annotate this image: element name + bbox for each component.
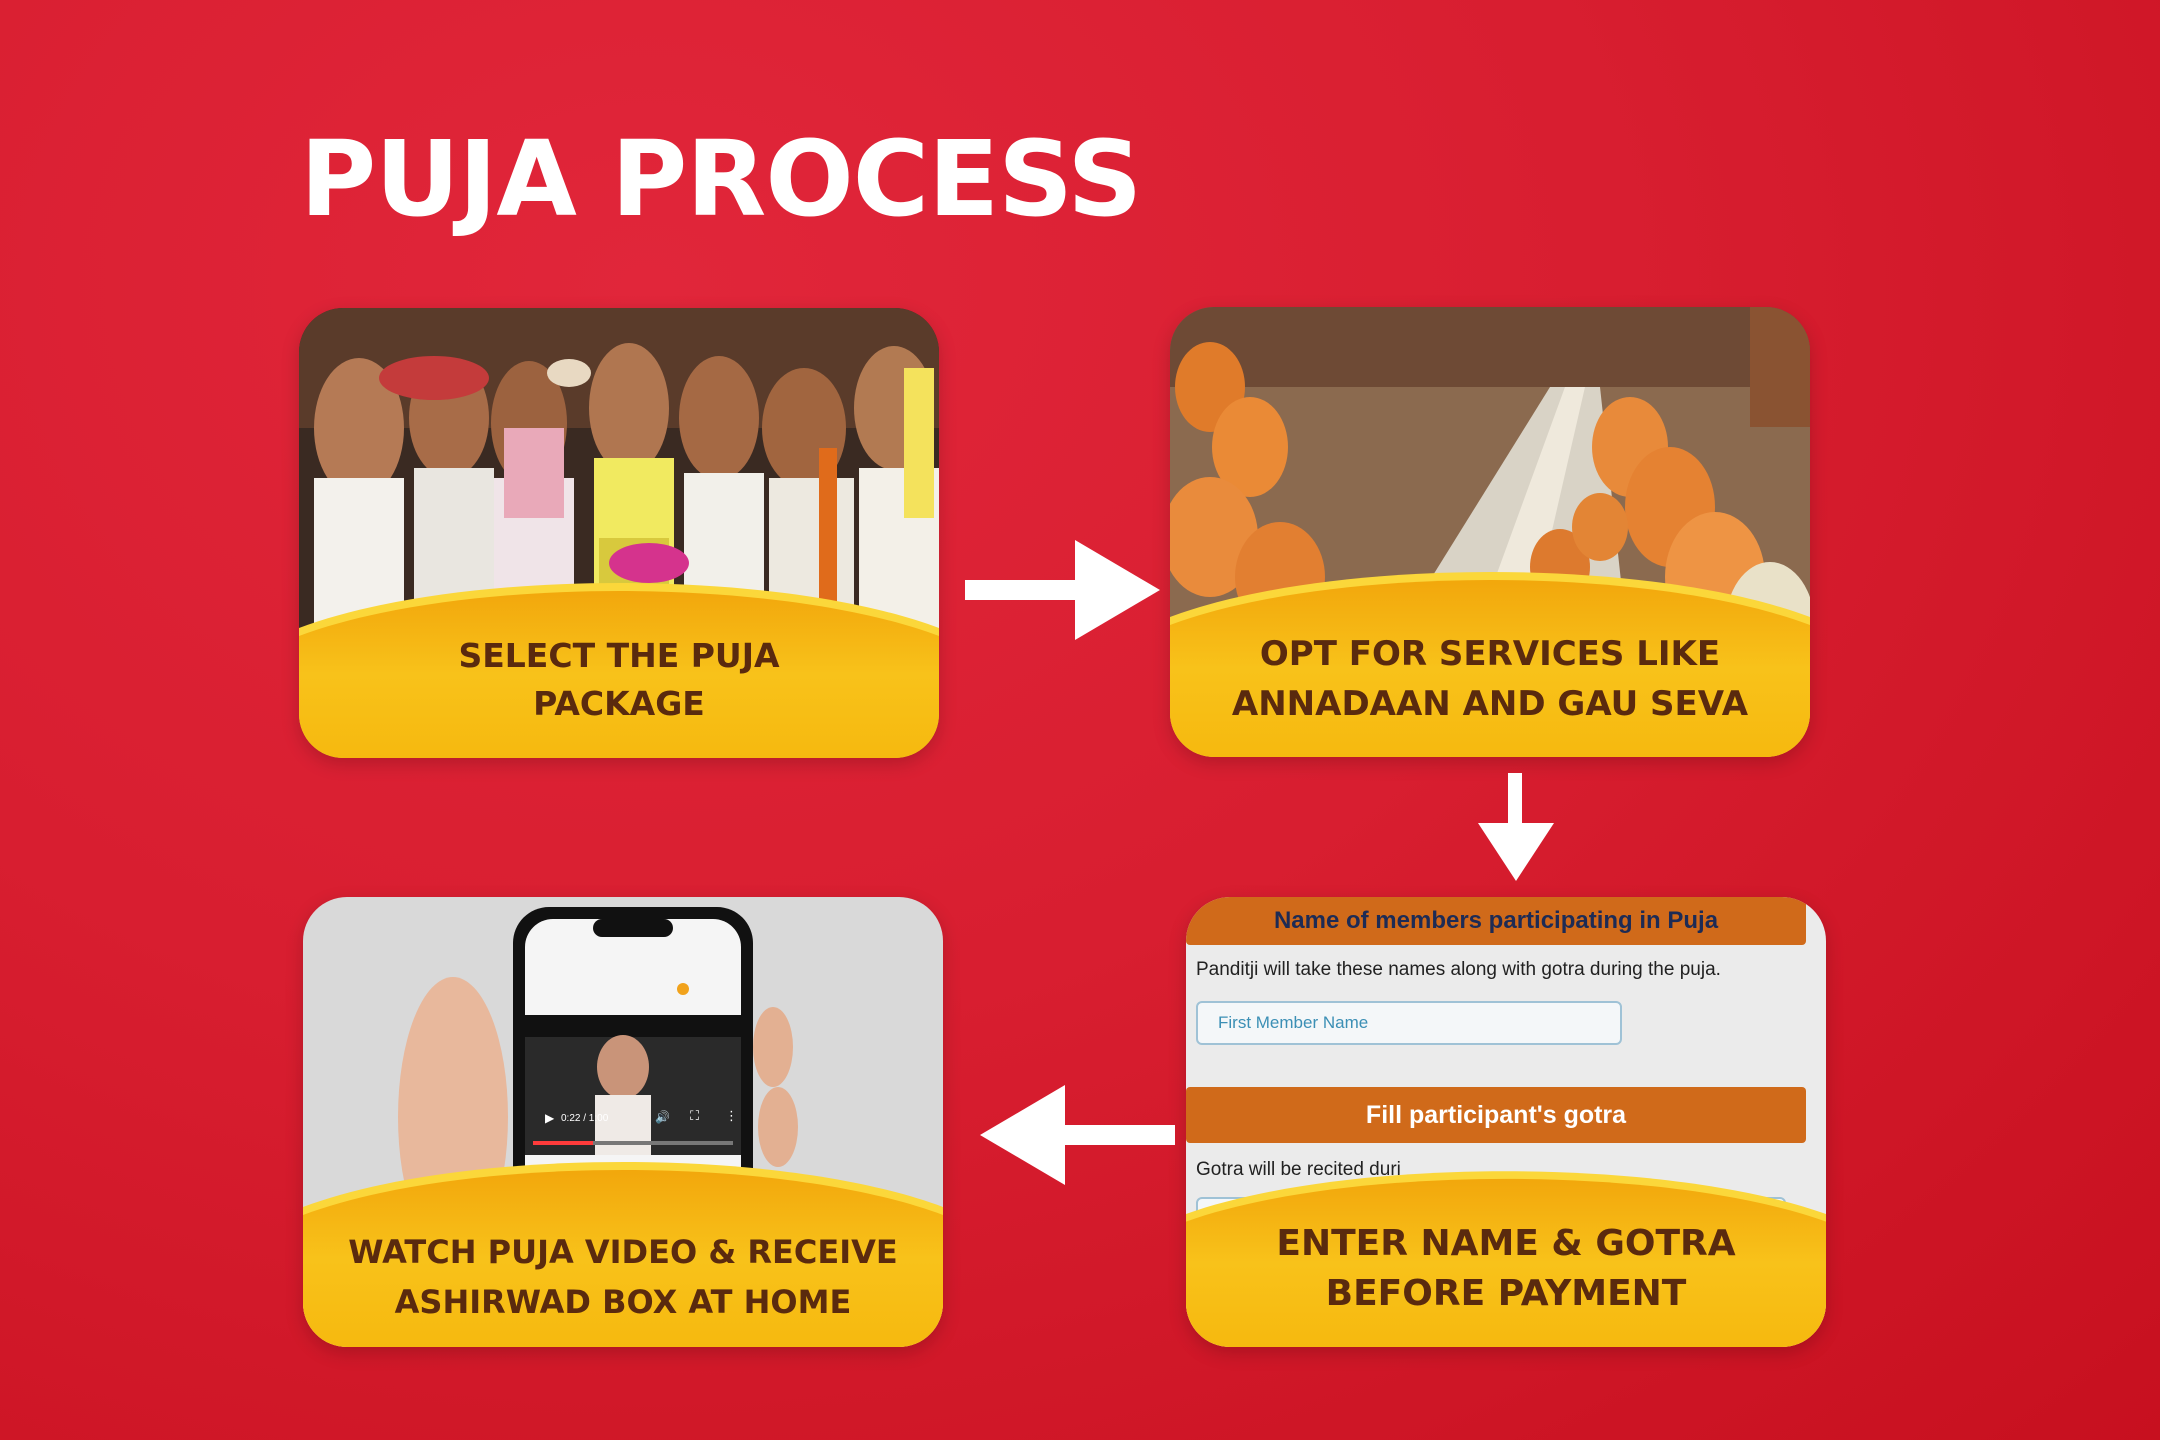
- video-time: 0:22 / 1:00: [561, 1113, 609, 1124]
- yellow-banner: [299, 583, 939, 758]
- step-card-services[interactable]: OPT FOR SERVICES LIKE ANNADAAN AND GAU S…: [1170, 307, 1810, 757]
- step-label: SELECT THE PUJA PACKAGE: [458, 636, 780, 723]
- page-title: PUJA PROCESS: [300, 118, 1142, 240]
- play-icon[interactable]: ▶: [545, 1111, 555, 1125]
- more-icon[interactable]: ⋮: [725, 1109, 738, 1124]
- gotra-section-header: Fill participant's gotra: [1186, 1087, 1806, 1143]
- first-member-name-input[interactable]: First Member Name: [1196, 1001, 1622, 1045]
- step-label: ENTER NAME & GOTRA BEFORE PAYMENT: [1276, 1223, 1736, 1314]
- yellow-banner: [1170, 572, 1810, 757]
- yellow-banner: [303, 1162, 943, 1347]
- step-card-watch-video[interactable]: 0:22 / 1:00 ▶ 🔊 ⛶ ⋮ WATCH PUJA VIDEO & R…: [303, 897, 943, 1347]
- members-note: Panditji will take these names along wit…: [1196, 959, 1721, 980]
- step-card-name-gotra[interactable]: Name of members participating in Puja Pa…: [1186, 897, 1826, 1347]
- yellow-banner: [1186, 1171, 1826, 1347]
- step-label: OPT FOR SERVICES LIKE ANNADAAN AND GAU S…: [1231, 634, 1749, 724]
- arrow-left-icon: [980, 1085, 1175, 1185]
- members-section-header: Name of members participating in Puja: [1186, 897, 1806, 945]
- gotra-note: Gotra will be recited duri: [1196, 1159, 1401, 1180]
- arrow-down-icon: [1478, 773, 1554, 881]
- fullscreen-icon[interactable]: ⛶: [690, 1109, 700, 1124]
- volume-icon[interactable]: 🔊: [655, 1110, 670, 1124]
- arrow-right-icon: [965, 540, 1160, 640]
- step-label: WATCH PUJA VIDEO & RECEIVE ASHIRWAD BOX …: [348, 1233, 898, 1321]
- step-card-select-package[interactable]: SELECT THE PUJA PACKAGE: [299, 308, 939, 758]
- priests-puja-photo: [299, 308, 939, 758]
